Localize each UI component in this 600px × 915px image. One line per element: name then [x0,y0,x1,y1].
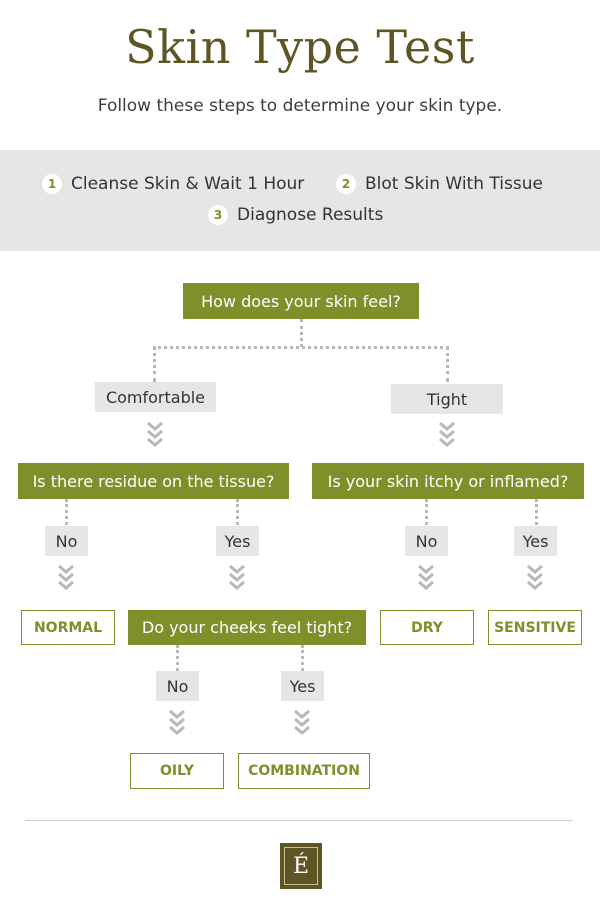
result-combination: COMBINATION [238,753,370,789]
chevron-down-icon [418,564,434,590]
question-itchy: Is your skin itchy or inflamed? [312,463,584,499]
step-2: 2 Blot Skin With Tissue [336,174,543,194]
connector [300,319,303,347]
connector [65,499,68,525]
logo-letter: É [284,847,318,885]
question-skin-feel: How does your skin feel? [183,283,419,319]
step-1: 1 Cleanse Skin & Wait 1 Hour [42,174,304,194]
step-label: Cleanse Skin & Wait 1 Hour [71,174,305,194]
connector [236,499,239,525]
question-residue: Is there residue on the tissue? [18,463,289,499]
result-sensitive: SENSITIVE [488,610,582,645]
connector [153,346,156,382]
connector [425,499,428,525]
chevron-down-icon [527,564,543,590]
connector [446,346,449,382]
chevron-down-icon [169,709,185,735]
chevron-down-icon [229,564,245,590]
answer-yes: Yes [281,671,324,701]
step-label: Diagnose Results [237,205,384,225]
step-number-badge: 2 [336,174,356,194]
result-oily: OILY [130,753,224,789]
step-number-badge: 3 [208,205,228,225]
chevron-down-icon [439,421,455,447]
step-3: 3 Diagnose Results [208,205,383,225]
answer-no: No [156,671,199,701]
page-title: Skin Type Test [125,20,475,74]
answer-comfortable: Comfortable [95,382,216,412]
step-label: Blot Skin With Tissue [365,174,543,194]
chevron-down-icon [147,421,163,447]
chevron-down-icon [58,564,74,590]
connector [301,645,304,671]
steps-band [0,150,600,251]
footer-divider [25,820,573,821]
result-normal: NORMAL [21,610,115,645]
step-number-badge: 1 [42,174,62,194]
answer-no: No [45,526,88,556]
brand-logo: É [280,843,322,889]
chevron-down-icon [294,709,310,735]
connector [176,645,179,671]
page-subtitle: Follow these steps to determine your ski… [97,96,503,116]
question-cheeks: Do your cheeks feel tight? [128,610,366,645]
connector [535,499,538,525]
answer-tight: Tight [391,384,503,414]
answer-no: No [405,526,448,556]
connector [153,346,449,349]
answer-yes: Yes [514,526,557,556]
answer-yes: Yes [216,526,259,556]
result-dry: DRY [380,610,474,645]
